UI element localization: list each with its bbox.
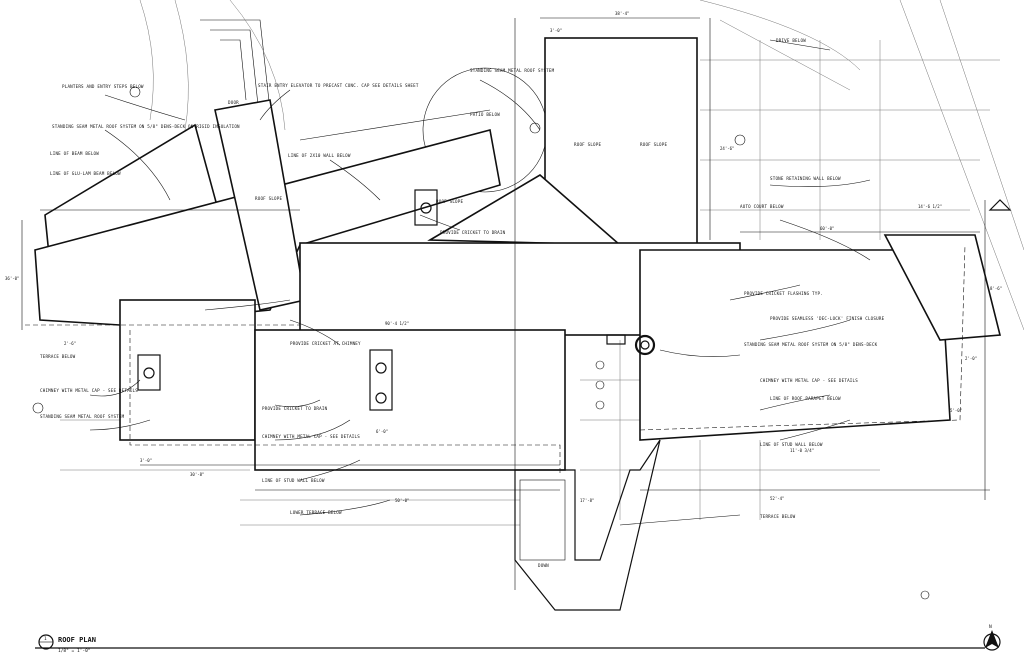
note-line-of-roof-right: LINE OF ROOF PARAPET BELOW	[770, 396, 841, 401]
note-standing-seam-low: STANDING SEAM METAL ROOF SYSTEM	[40, 414, 125, 419]
note-lower-terrace: LOWER TERRACE BELOW	[290, 510, 342, 515]
dim-bottom-d: 17'-8"	[580, 498, 594, 503]
title-block: 1 ROOF PLAN 1/8" = 1'-0" N	[35, 624, 1001, 654]
note-standing-seam-left: STANDING SEAM METAL ROOF SYSTEM ON 5/8" …	[52, 124, 240, 129]
chimneys	[137, 189, 656, 411]
note-line-of-stud-center: LINE OF STUD WALL BELOW	[262, 478, 325, 483]
dim-misc-a: 2'-6"	[64, 341, 76, 346]
note-provide-cricket-top: PROVIDE CRICKET TO DRAIN	[440, 230, 506, 235]
dim-misc-f: 2'-0"	[965, 356, 977, 361]
dim-mid-a: 90'-4 1/2"	[385, 321, 409, 326]
note-chimney-left: CHIMNEY WITH METAL CAP - SEE DETAILS	[40, 388, 138, 393]
dim-top-b: 3'-0"	[550, 28, 562, 33]
dim-misc-e: 5'-0"	[950, 408, 962, 413]
note-chimney-center: CHIMNEY WITH METAL CAP - SEE DETAILS	[262, 434, 360, 439]
note-patio-below: PATIO BELOW	[470, 112, 500, 117]
note-line-of-beam: LINE OF BEAM BELOW	[50, 151, 99, 156]
dim-right-a: 14'-6 1/2"	[918, 204, 942, 209]
note-standing-seam-right: STANDING SEAM METAL ROOF SYSTEM ON 5/8" …	[744, 342, 878, 347]
note-stone-retaining: STONE RETAINING WALL BELOW	[770, 176, 841, 181]
note-provide-cricket-mid: PROVIDE CRICKET TO DRAIN	[262, 406, 328, 411]
note-terrace-left: TERRACE BELOW	[40, 354, 76, 359]
dimension-lines	[21, 17, 990, 590]
note-provide-skylight: PROVIDE SEAMLESS 'DEC-LOCK' FINISH CLOSU…	[770, 316, 885, 321]
dim-right-b: 8'-6"	[990, 286, 1002, 291]
dimension-text: 38'-4" 3'-0" 36'-0" 90'-4 1/2" 14'-6 1/2…	[5, 11, 1002, 503]
dim-misc-d: 11'-0 3/4"	[790, 448, 814, 453]
dim-vert-b: 60'-0"	[820, 226, 834, 231]
note-provide-cricket-center: PROVIDE CRICKET AT CHIMNEY	[290, 341, 361, 346]
note-slope-2: ROOF SLOPE	[640, 142, 667, 147]
note-line-of-stud-right: LINE OF STUD WALL BELOW	[760, 442, 823, 447]
note-slope-3: ROOF SLOPE	[436, 199, 463, 204]
roof-planes	[34, 37, 1002, 611]
leader-lines	[89, 39, 871, 526]
note-chimney-right: CHIMNEY WITH METAL CAP - SEE DETAILS	[760, 378, 858, 383]
dim-misc-c: 6'-0"	[376, 429, 388, 434]
note-provide-cricket-right: PROVIDE CRICKET FLASHING TYP.	[744, 291, 823, 296]
section-markers	[32, 86, 1012, 600]
wall-lines-below	[25, 244, 966, 475]
note-stair-entry: STAIR ENTRY ELEVATOR TO PRECAST CONC. CA…	[258, 83, 419, 88]
north-arrow-icon: N	[983, 624, 1001, 651]
note-door: DOOR	[228, 100, 239, 105]
sheet-title: ROOF PLAN	[58, 636, 96, 644]
dim-misc-b: 3'-0"	[140, 458, 152, 463]
note-slope-1: ROOF SLOPE	[574, 142, 601, 147]
annotations: PLANTERS AND ENTRY STEPS BELOW STANDING …	[40, 38, 885, 568]
note-standing-seam-top: STANDING SEAM METAL ROOF SYSTEM	[470, 68, 555, 73]
note-auto-court: AUTO COURT BELOW	[740, 204, 784, 209]
detail-number: 1	[44, 636, 47, 642]
sheet-scale: 1/8" = 1'-0"	[58, 648, 91, 654]
note-slope-4: ROOF SLOPE	[255, 196, 282, 201]
dim-bottom-b: 50'-0"	[395, 498, 409, 503]
north-label: N	[989, 624, 992, 630]
dim-vert-a: 24'-6"	[720, 146, 734, 151]
dim-bottom-a: 30'-8"	[190, 472, 204, 477]
note-planters: PLANTERS AND ENTRY STEPS BELOW	[62, 84, 144, 89]
dim-left-a: 36'-0"	[5, 276, 19, 281]
note-line-of-wall: LINE OF 2X10 WALL BELOW	[288, 153, 351, 158]
note-drive-below: DRIVE BELOW	[776, 38, 806, 43]
note-line-of-glu: LINE OF GLU-LAM BEAM BELOW	[50, 171, 121, 176]
note-down: DOWN	[538, 563, 549, 568]
dim-bottom-c: 52'-4"	[770, 496, 784, 501]
dim-top-a: 38'-4"	[615, 11, 629, 16]
note-terrace-right: TERRACE BELOW	[760, 514, 796, 519]
